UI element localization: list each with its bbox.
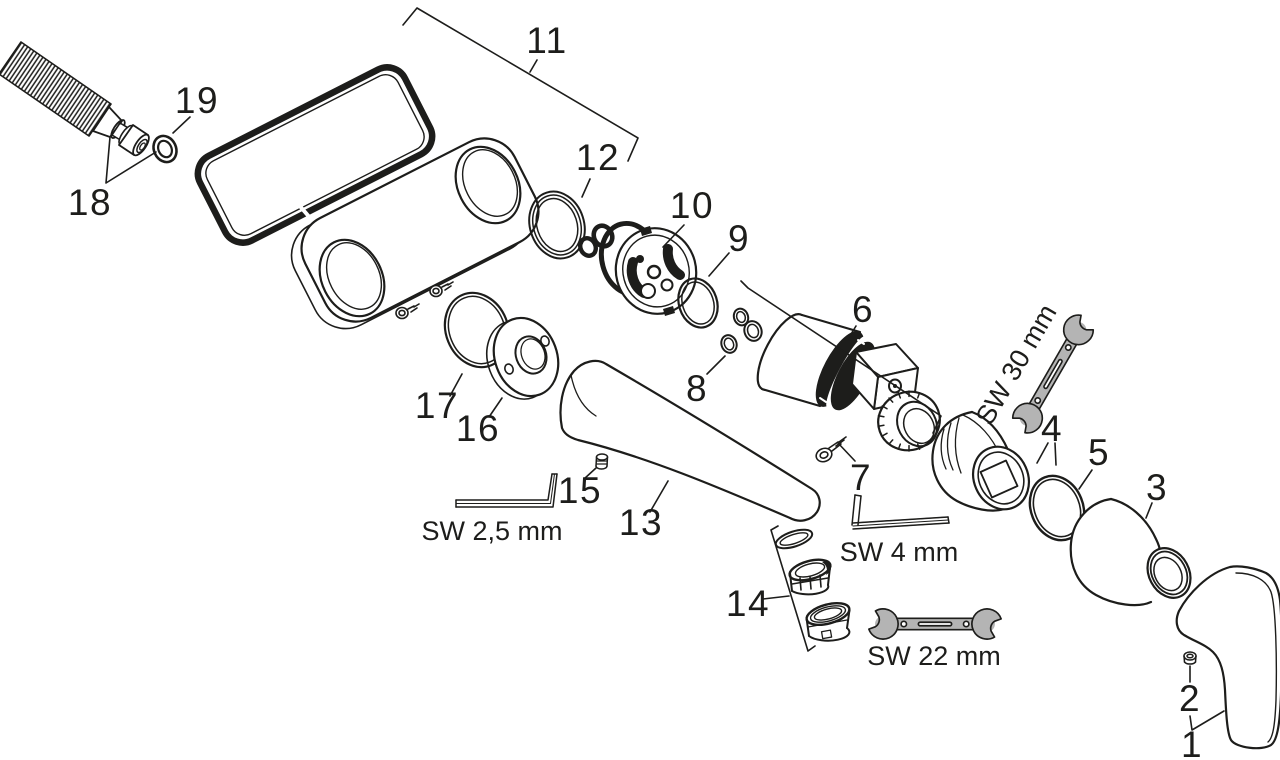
part-10-adapter bbox=[598, 220, 698, 316]
part-label-13: 13 bbox=[619, 502, 663, 543]
escutcheon-plate bbox=[290, 137, 540, 330]
leader-16 bbox=[488, 397, 503, 418]
part-label-6: 6 bbox=[852, 289, 874, 330]
tool-label-sw2_5: SW 2,5 mm bbox=[421, 516, 562, 546]
part-label-4: 4 bbox=[1041, 408, 1063, 449]
leader-14 bbox=[762, 525, 816, 652]
part-label-8: 8 bbox=[686, 368, 708, 409]
part-label-12: 12 bbox=[576, 137, 620, 178]
part-8-o-rings bbox=[720, 307, 763, 354]
leader-2-1 bbox=[1189, 665, 1225, 731]
part-2-set-screw bbox=[1183, 651, 1197, 665]
plate-hole-upper bbox=[454, 145, 522, 225]
leader-lines bbox=[105, 7, 1225, 731]
part-15-grub-screw bbox=[595, 453, 609, 470]
part-17-o-ring bbox=[443, 291, 511, 369]
part-1-handle bbox=[1175, 565, 1280, 750]
part-7-screw bbox=[815, 436, 847, 463]
aerator-ring bbox=[805, 602, 851, 642]
part-18-flexible-hose bbox=[0, 41, 150, 157]
leader-5 bbox=[1078, 469, 1093, 490]
part-label-15: 15 bbox=[558, 470, 602, 511]
tool-label-sw22: SW 22 mm bbox=[867, 641, 1001, 671]
diagram-root: 18 19 11 12 10 9 8 6 17 16 15 13 7 14 4 … bbox=[0, 7, 1280, 760]
part-label-19: 19 bbox=[175, 80, 219, 121]
plate-hole-lower bbox=[318, 238, 386, 318]
leader-9 bbox=[708, 252, 730, 277]
part-11-seal-frame bbox=[194, 64, 436, 246]
part-label-16: 16 bbox=[456, 408, 500, 449]
part-label-9: 9 bbox=[728, 218, 750, 259]
tool-sw4-allen-key bbox=[851, 494, 950, 530]
aerator-washer bbox=[774, 528, 814, 550]
part-label-2: 2 bbox=[1179, 678, 1201, 719]
leader-11 bbox=[402, 7, 639, 162]
part-9-o-ring bbox=[677, 277, 719, 329]
part-label-5: 5 bbox=[1088, 432, 1110, 473]
part-label-11: 11 bbox=[526, 20, 567, 61]
leader-15 bbox=[583, 467, 597, 480]
leader-18 bbox=[105, 136, 157, 184]
part-label-1: 1 bbox=[1181, 724, 1203, 760]
part-label-14: 14 bbox=[726, 583, 770, 624]
tool-sw2_5-allen-key bbox=[455, 473, 558, 508]
part-label-17: 17 bbox=[415, 385, 459, 426]
leader-13 bbox=[649, 480, 669, 513]
cartridge-nut bbox=[877, 390, 941, 452]
part-5-o-ring bbox=[1028, 474, 1086, 542]
leader-7 bbox=[837, 442, 856, 462]
plate-screw-left bbox=[395, 303, 420, 320]
plate-screw-right bbox=[429, 281, 454, 298]
part-label-7: 7 bbox=[850, 457, 872, 498]
part-19-o-ring bbox=[152, 134, 178, 164]
leader-3 bbox=[1145, 502, 1153, 519]
leader-4 bbox=[1036, 442, 1057, 466]
leader-19 bbox=[172, 116, 191, 134]
part-label-18: 18 bbox=[68, 182, 112, 223]
leader-10 bbox=[662, 224, 685, 248]
part-4-housing bbox=[931, 410, 1030, 512]
leader-17 bbox=[449, 373, 463, 397]
part-label-10: 10 bbox=[670, 185, 714, 226]
leader-6 bbox=[740, 280, 942, 434]
part-label-3: 3 bbox=[1146, 467, 1168, 508]
tool-label-sw4: SW 4 mm bbox=[840, 537, 959, 567]
aerator-insert bbox=[788, 558, 832, 596]
part-16-mounting-flange bbox=[486, 316, 560, 400]
tool-sw22-wrench bbox=[866, 603, 1004, 645]
leader-12 bbox=[581, 178, 591, 198]
part-14-aerator-set bbox=[774, 528, 851, 642]
part-13-spout bbox=[559, 359, 821, 522]
leader-8 bbox=[706, 355, 726, 375]
part-6-cartridge bbox=[756, 313, 919, 411]
part-3-sleeve bbox=[1069, 497, 1192, 607]
